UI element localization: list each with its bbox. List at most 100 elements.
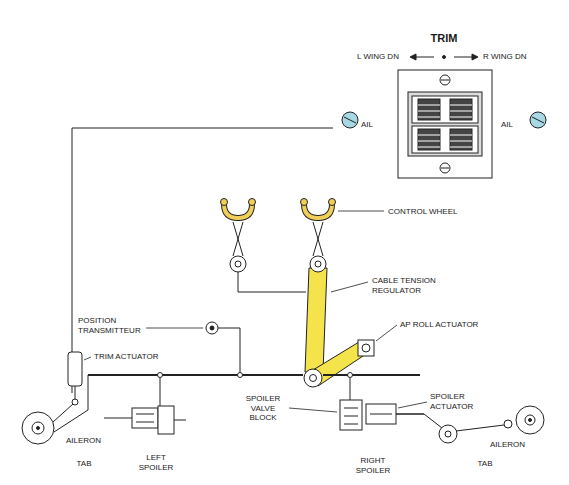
trim-panel-details-part (412, 126, 478, 153)
right-mechanism-part (344, 416, 358, 417)
right-mechanism-part (456, 425, 504, 431)
leader-lines-part (331, 282, 368, 292)
control-wheels-part (233, 222, 243, 256)
right-mechanism-part (344, 424, 358, 425)
leader-lines-part (289, 408, 337, 412)
leader-lines-part (376, 325, 397, 341)
left-mechanism-part (22, 412, 54, 444)
cable-tension-regulator-part (230, 256, 246, 272)
linkage-rods-part (88, 375, 89, 410)
node-text: LEFT SPOILER (134, 453, 178, 472)
left-mechanism-part (104, 418, 132, 419)
left-mechanism (22, 352, 186, 444)
linkage-rods-part (350, 378, 351, 400)
part-label: CABLE TENSION REGULATOR (372, 276, 444, 295)
node-text: RIGHT SPOILER (351, 456, 395, 475)
trim-panel-details-part (443, 56, 446, 59)
left-mechanism-part (32, 422, 44, 434)
node-text: TRIM (333, 32, 555, 45)
right-mechanism-part (445, 431, 451, 437)
spoiler-surface: RIGHT SPOILER (343, 398, 403, 483)
control-wheels-part (238, 272, 239, 292)
trim-panel-details-part (342, 112, 358, 128)
part-label: SPOILER VALVE BLOCK (240, 394, 286, 423)
cable-tension-regulator-part (305, 268, 327, 372)
control-wheels-part (301, 199, 308, 206)
trim-panel-details-part (532, 117, 544, 123)
right-mechanism-part (340, 400, 362, 430)
spoiler-surface: LEFT SPOILER (120, 405, 192, 483)
control-wire (72, 128, 333, 393)
left-mechanism-part (132, 408, 158, 428)
control-wheels-part (313, 222, 323, 256)
leader-lines-part (338, 211, 384, 212)
part-label: AP ROLL ACTUATOR (400, 320, 490, 330)
left-mechanism-part (174, 420, 186, 421)
trim-panel-details-part (440, 163, 450, 173)
control-wheels-part (221, 199, 228, 206)
node-text: AILERON (490, 440, 525, 450)
node-text: TAB (466, 459, 504, 469)
left-mechanism-part (53, 404, 73, 422)
linkage-rods-part (88, 374, 303, 376)
trim-panel-details-part (472, 54, 478, 60)
part-label: CONTROL WHEEL (388, 207, 478, 217)
trim-panel-details (342, 54, 546, 178)
control-wheels-part (224, 204, 252, 218)
trim-tab: TAB (64, 455, 107, 473)
right-mechanism-part (370, 414, 392, 415)
leader-lines-part (84, 357, 91, 360)
node-text: TAB (64, 459, 104, 469)
part-label: SPOILER ACTUATOR (430, 392, 482, 411)
control-wheels-part (233, 222, 243, 256)
trim-panel-details-part (398, 70, 492, 178)
left-mechanism-part (136, 422, 154, 423)
trim-panel-details-part (410, 54, 416, 60)
control-wheels-part (304, 204, 332, 218)
trim-panel-details-part (441, 168, 449, 169)
trim-tab-shape (467, 456, 507, 473)
trim-panel-details-part (440, 75, 450, 85)
node-text: AILERON (66, 436, 101, 446)
left-mechanism-part (75, 386, 76, 400)
left-mechanism-part (37, 427, 40, 430)
left-mechanism-part (54, 410, 88, 432)
linkage-rods-part (348, 373, 353, 378)
right-mechanism-part (504, 420, 512, 428)
cable-tension-regulator-part (235, 261, 241, 267)
control-wheels-part (313, 222, 323, 256)
linkage-rods-part (323, 374, 420, 376)
trim-panel-shape (333, 28, 558, 195)
aileron-surface-shape (9, 398, 119, 480)
node-text: L WING DN (357, 52, 399, 62)
trim-panel-details-part (408, 92, 482, 156)
leader-lines (84, 211, 427, 412)
spoiler-surface-shape (122, 408, 190, 480)
right-mechanism-part (396, 413, 424, 415)
right-mechanism-part (516, 406, 544, 434)
linkage-rods-part (160, 378, 161, 406)
linkage-rods-part (210, 326, 214, 330)
trim-panel-details-part (412, 96, 478, 123)
trim-tab-shape (65, 456, 107, 473)
control-wheels-part (329, 199, 336, 206)
right-mechanism-part (344, 408, 358, 409)
linkage-rods-part (218, 328, 240, 372)
trim-panel-details-part (530, 112, 546, 128)
leader-lines-part (146, 328, 203, 329)
trim-panel: TRIML WING DNR WING DNAILAIL (333, 28, 558, 190)
leader-lines-part (398, 402, 427, 408)
node-text: AIL (361, 120, 373, 130)
cable-tension-regulator-part (310, 256, 326, 272)
right-mechanism-part (366, 404, 396, 424)
cable-tension-regulator-part (304, 369, 322, 387)
part-label: POSITION TRANSMITTEUR (78, 316, 148, 335)
control-wheels-part (224, 204, 252, 218)
cable-tension-regulator (230, 256, 374, 387)
cable-tension-regulator-part (315, 261, 321, 267)
left-mechanism-part (158, 406, 174, 434)
node-text: R WING DN (483, 52, 527, 62)
cable-tension-regulator-part (310, 375, 317, 382)
trim-panel-details-part (344, 117, 356, 123)
